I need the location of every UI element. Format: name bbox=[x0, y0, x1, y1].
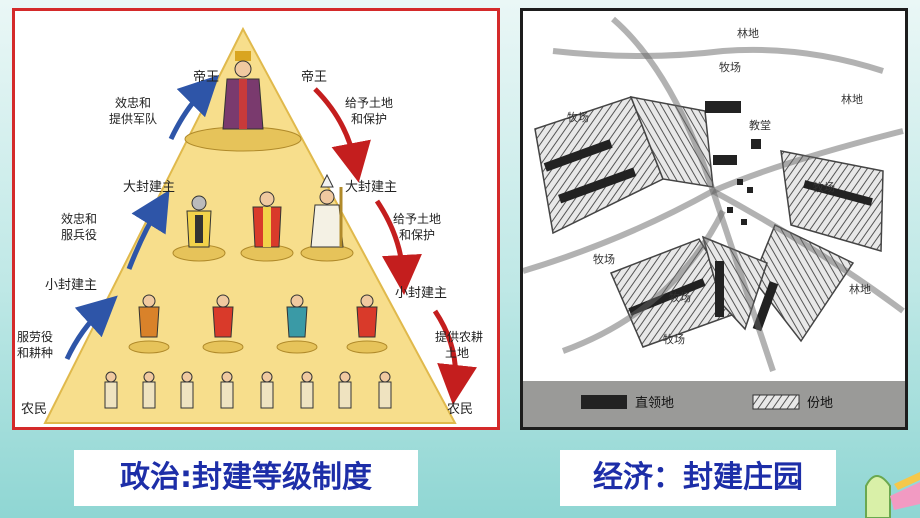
bishop-figure bbox=[310, 173, 344, 248]
map-label-9: 林地 bbox=[849, 282, 871, 296]
map-label-1: 林地 bbox=[737, 26, 759, 40]
legend-demesne-label: 直领地 bbox=[635, 396, 674, 411]
feudal-hierarchy-diagram: 帝王 帝王 大封建主 大封建主 小封建主 小封建主 农民 农民 效忠和 提供军队… bbox=[12, 8, 500, 430]
knight-figures bbox=[138, 294, 378, 338]
legend-tenant-label: 份地 bbox=[807, 396, 833, 411]
left-note-1-line-2: 提供军队 bbox=[109, 111, 157, 126]
label-emperor-left: 帝王 bbox=[193, 69, 219, 85]
legend-demesne-swatch bbox=[581, 395, 627, 409]
right-note-1-line-2: 和保护 bbox=[351, 112, 387, 126]
village-houses bbox=[727, 139, 761, 225]
map-label-8: 牧场 bbox=[669, 290, 691, 304]
left-note-1-line-1: 效忠和 bbox=[115, 95, 151, 110]
noble-figure-1 bbox=[186, 195, 212, 248]
legend-bar bbox=[523, 381, 905, 427]
label-great-lord-right: 大封建主 bbox=[345, 180, 397, 195]
pyramid-svg: 帝王 帝王 大封建主 大封建主 小封建主 小封建主 农民 农民 效忠和 提供军队… bbox=[17, 26, 483, 424]
king-platform bbox=[184, 126, 302, 152]
right-caption: 经济：封建庄园 bbox=[560, 450, 836, 506]
peasant-figures bbox=[104, 371, 392, 409]
label-peasant-left: 农民 bbox=[21, 402, 47, 417]
label-great-lord-left: 大封建主 bbox=[123, 180, 175, 195]
right-note-1-line-1: 给予土地 bbox=[345, 96, 393, 110]
roads bbox=[522, 16, 905, 372]
king-figure bbox=[222, 51, 264, 130]
left-caption: 政治:封建等级制度 bbox=[74, 450, 418, 506]
left-note-3-line-2: 和耕种 bbox=[17, 345, 53, 360]
right-arrow-1 bbox=[313, 87, 371, 183]
right-note-3-line-2: 土地 bbox=[445, 346, 469, 360]
label-minor-lord-right: 小封建主 bbox=[395, 286, 447, 301]
right-arrow-3 bbox=[432, 309, 477, 405]
right-arrow-2 bbox=[374, 199, 422, 295]
label-minor-lord-left: 小封建主 bbox=[45, 278, 97, 293]
map-label-2: 牧场 bbox=[719, 60, 741, 74]
legend-tenant-swatch bbox=[752, 394, 800, 410]
right-note-2-line-1: 给予土地 bbox=[393, 212, 441, 226]
left-note-3-line-1: 服劳役 bbox=[17, 329, 53, 344]
map-label-5: 牧场 bbox=[813, 180, 835, 194]
map-label-7: 林地 bbox=[841, 92, 863, 106]
map-label-6: 牧场 bbox=[593, 252, 615, 266]
knight-platforms bbox=[128, 340, 388, 354]
label-peasant-right: 农民 bbox=[447, 402, 473, 417]
left-note-2-line-1: 效忠和 bbox=[61, 211, 97, 226]
left-arrow-2 bbox=[126, 189, 170, 270]
manor-map: 林地 牧场 牧场 教堂 牧场 牧场 林地 牧场 林地 牧场 直领地 份地 bbox=[520, 8, 908, 430]
map-label-3: 牧场 bbox=[567, 110, 589, 124]
noble-figure-2 bbox=[252, 191, 282, 248]
pencil-decoration-icon bbox=[865, 472, 920, 518]
map-label-10: 牧场 bbox=[663, 332, 685, 346]
label-emperor-right: 帝王 bbox=[301, 69, 327, 85]
tenant-strips bbox=[534, 96, 884, 348]
left-arrow-1 bbox=[168, 74, 220, 141]
right-note-3-line-1: 提供农耕 bbox=[435, 329, 483, 344]
left-note-2-line-2: 服兵役 bbox=[61, 227, 97, 242]
map-label-4: 教堂 bbox=[749, 119, 771, 132]
manor-map-svg: 林地 牧场 牧场 教堂 牧场 牧场 林地 牧场 林地 牧场 直领地 份地 bbox=[522, 11, 905, 427]
left-arrow-3 bbox=[64, 295, 118, 361]
right-note-2-line-2: 和保护 bbox=[399, 228, 435, 242]
